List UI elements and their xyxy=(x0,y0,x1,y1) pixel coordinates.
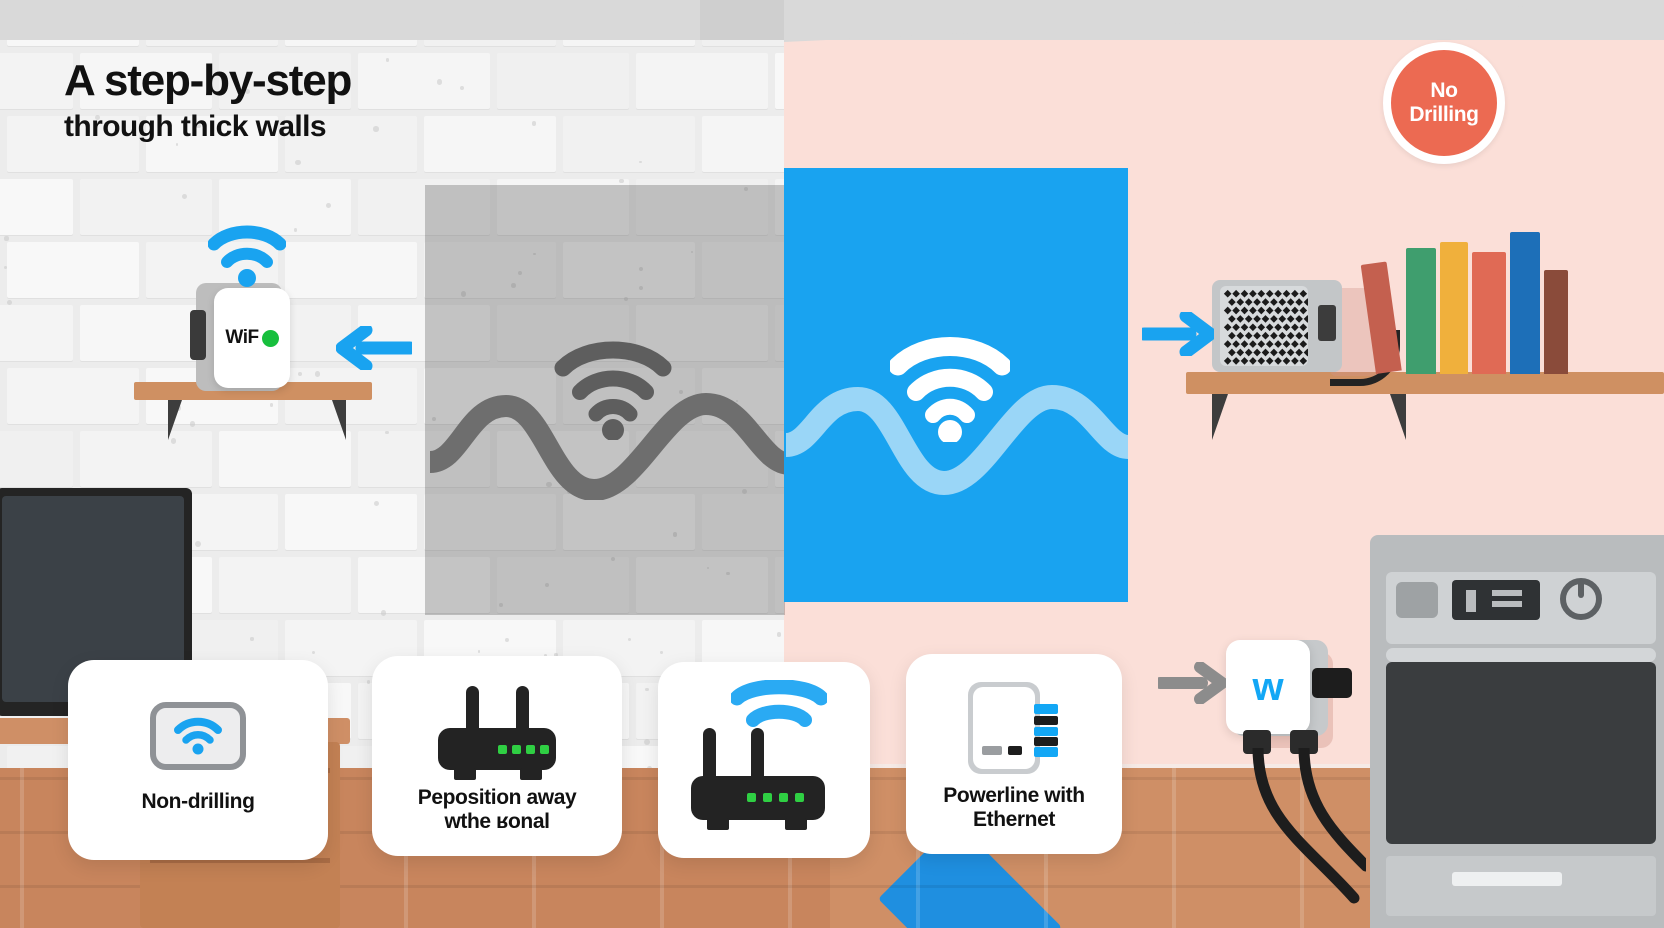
wifi-icon-gray xyxy=(554,341,672,440)
cabinet-seam-b xyxy=(150,858,330,863)
wifi-icon-white xyxy=(890,337,1010,442)
oven-vent xyxy=(1452,872,1562,886)
book xyxy=(1544,270,1568,374)
oven-door[interactable] xyxy=(1386,662,1656,844)
feature-card-row: Non-drilling Peposition away wthe xyxy=(0,654,1664,870)
arrow-right-to-pc-icon xyxy=(1142,312,1214,356)
extender-label: WiF xyxy=(225,327,259,348)
card3-art xyxy=(689,680,839,834)
router-icon xyxy=(432,682,562,782)
card-router-wifi[interactable] xyxy=(658,662,870,858)
powerline-adapter-face[interactable]: w xyxy=(1226,640,1310,734)
wifi-icon-blue xyxy=(208,225,286,287)
card-non-drilling[interactable]: Non-drilling xyxy=(68,660,328,860)
card-powerline[interactable]: Powerline with Ethernet xyxy=(906,654,1122,854)
oven-knob[interactable] xyxy=(1396,582,1438,618)
wall-shelf-right xyxy=(1186,372,1664,394)
adapter-logo: w xyxy=(1252,665,1284,709)
router-wifi-icon xyxy=(689,680,839,834)
oven-digit-c xyxy=(1492,601,1522,607)
card1-caption-line1: Non-drilling xyxy=(141,790,255,813)
arrow-left-to-extender-icon xyxy=(336,326,412,370)
badge-line-2: Drilling xyxy=(1409,103,1479,126)
no-drilling-badge: No Drilling xyxy=(1383,42,1505,164)
headline-line-2: through thick walls xyxy=(64,109,327,143)
oven-digit-b xyxy=(1492,590,1522,596)
card4-caption-line1: Powerline with xyxy=(943,784,1085,807)
headline-line-1: A step-by-step xyxy=(64,56,352,105)
powerline-icon xyxy=(968,682,1060,778)
headline: A step-by-step through thick walls xyxy=(64,56,352,144)
book xyxy=(1472,252,1506,374)
wifi-pill-icon xyxy=(150,702,246,770)
book xyxy=(1406,248,1436,374)
card2-caption-line1: Peposition away xyxy=(417,786,577,809)
card4-art xyxy=(968,676,1060,784)
status-led-icon xyxy=(261,329,279,347)
oven-power-icon[interactable] xyxy=(1560,578,1602,620)
book xyxy=(1510,232,1540,374)
pc-grille-icon xyxy=(1220,286,1308,366)
wifi-extender-plug xyxy=(190,310,206,360)
bookshelf-books xyxy=(1360,232,1664,374)
wall-shelf-left xyxy=(134,382,372,400)
card-reposition[interactable]: Peposition away wthe ʁonal xyxy=(372,656,622,856)
oven-base xyxy=(1386,856,1656,916)
card2-art xyxy=(432,678,562,786)
powerline-adapter-port xyxy=(1312,668,1352,698)
arrow-right-to-adapter-icon xyxy=(1158,662,1226,704)
oven-digit-a xyxy=(1466,590,1476,612)
signal-wave-strong xyxy=(786,385,1128,495)
badge-line-1: No xyxy=(1430,79,1458,103)
book xyxy=(1440,242,1468,374)
card4-caption-line2: Ethernet xyxy=(973,808,1055,832)
adapter-cables xyxy=(1252,748,1366,904)
card1-art xyxy=(150,682,246,790)
wifi-extender-face[interactable]: WiF xyxy=(214,288,290,388)
signal-wave-attenuated xyxy=(430,392,790,500)
card2-caption-line2: wthe ʁonal xyxy=(444,810,550,834)
oven-handle[interactable] xyxy=(1386,648,1656,662)
